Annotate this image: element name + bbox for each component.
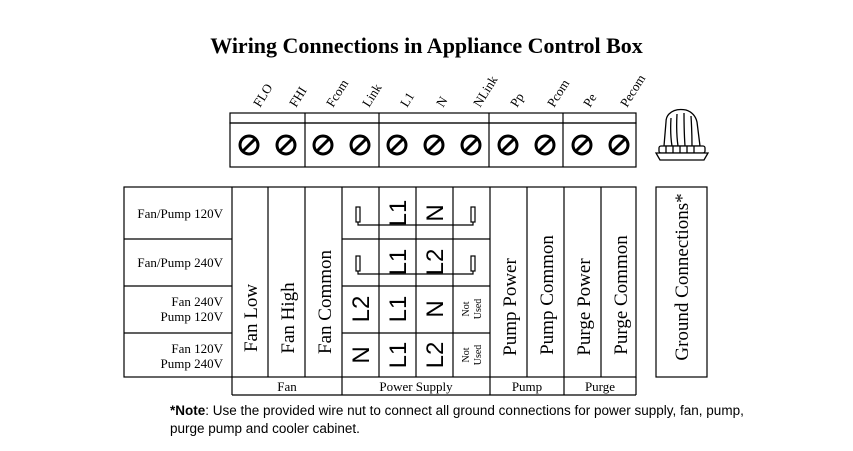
terminal-screw-slot [611, 137, 627, 153]
supply-r4-n: N [348, 346, 375, 363]
not-used-r4-line1: Not [461, 347, 472, 362]
ground-note: *Note: Use the provided wire nut to conn… [170, 402, 770, 438]
terminal-label-link: Link [359, 80, 385, 109]
supply-r3-l2: L2 [348, 296, 375, 323]
col-fan-low: Fan Low [241, 284, 262, 352]
supply-r3-n: N [422, 300, 449, 317]
wiring-table [123, 186, 708, 396]
terminal-label-pcom: Pcom [544, 77, 572, 110]
supply-r1-n: N [422, 204, 449, 221]
col-purge-common: Purge Common [611, 235, 632, 355]
terminal-screw-slot [315, 137, 331, 153]
terminal-label-flo: FLO [250, 81, 276, 110]
jumper-links [355, 206, 476, 275]
not-used-r4-line2: Used [473, 345, 484, 366]
wire-nut-icon [654, 108, 710, 161]
terminal-strip [229, 112, 637, 168]
terminal-screw-slot [537, 137, 553, 153]
supply-r2-l2: L2 [422, 249, 449, 276]
terminal-screws [238, 134, 630, 156]
group-purge: Purge [585, 379, 615, 394]
terminal-label-fcom: Fcom [323, 77, 351, 110]
terminal-label-pp: Pp [507, 90, 527, 110]
terminal-label-nlink: NLink [470, 72, 501, 109]
terminal-screw-slot [278, 137, 294, 153]
note-label: *Note [170, 403, 206, 418]
terminal-label-pe: Pe [580, 90, 600, 109]
terminal-screw-slot [500, 137, 516, 153]
terminal-screw-slot [426, 137, 442, 153]
row-label-fan240-pump120: Fan 240V [171, 294, 223, 309]
row-label-fan-pump-120v: Fan/Pump 120V [137, 206, 223, 221]
row-label-fan240-pump120-line2: Pump 120V [161, 309, 224, 324]
col-fan-common: Fan Common [315, 250, 336, 354]
diagram-title: Wiring Connections in Appliance Control … [210, 33, 643, 58]
supply-r3-l1: L1 [385, 296, 412, 323]
supply-r4-l1: L1 [385, 342, 412, 369]
group-pump: Pump [512, 379, 542, 394]
terminal-screw-slot [241, 137, 257, 153]
supply-r1-l1: L1 [385, 200, 412, 227]
terminal-label-fhi: FHI [286, 84, 310, 110]
col-purge-power: Purge Power [574, 258, 595, 356]
row-label-fan120-pump240: Fan 120V [171, 341, 223, 356]
col-pump-common: Pump Common [537, 235, 558, 355]
note-text: : Use the provided wire nut to connect a… [170, 403, 744, 436]
not-used-r3-line1: Not [461, 301, 472, 316]
ground-connections-label: Ground Connections* [672, 193, 693, 360]
supply-r2-l1: L1 [385, 249, 412, 276]
col-pump-power: Pump Power [500, 258, 521, 356]
terminal-screw-slot [574, 137, 590, 153]
row-label-fan120-pump240-line2: Pump 240V [161, 356, 224, 371]
terminal-label-n: N [433, 93, 451, 109]
terminal-screw-slot [352, 137, 368, 153]
not-used-r3-line2: Used [473, 299, 484, 320]
terminal-screw-slot [389, 137, 405, 153]
group-fan: Fan [277, 379, 297, 394]
col-fan-high: Fan High [278, 282, 299, 354]
terminal-screw-slot [463, 137, 479, 153]
row-label-fan-pump-240v: Fan/Pump 240V [137, 255, 223, 270]
supply-r4-l2: L2 [422, 342, 449, 369]
terminal-label-l1: L1 [397, 89, 417, 109]
group-power-supply: Power Supply [379, 379, 453, 394]
terminal-label-pecom: Pecom [617, 72, 648, 110]
